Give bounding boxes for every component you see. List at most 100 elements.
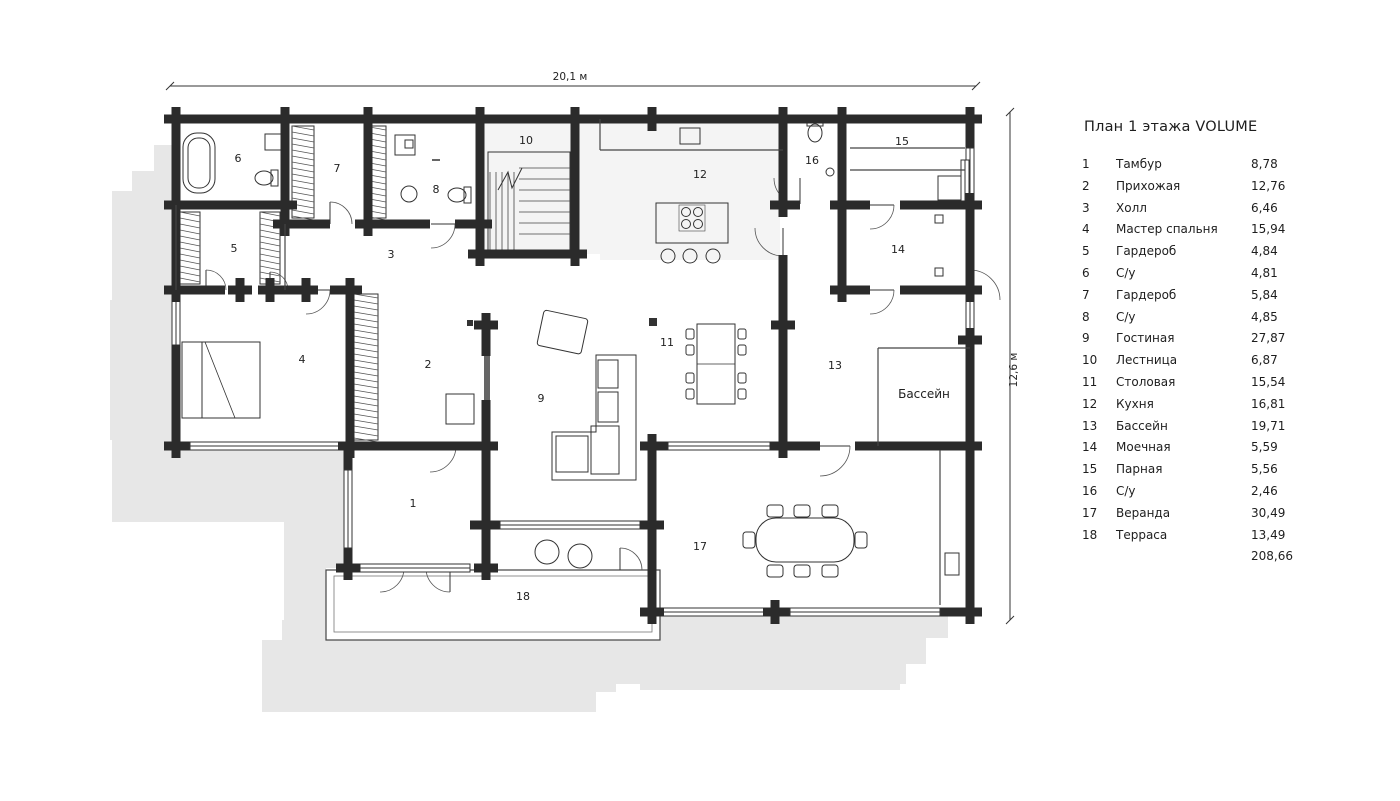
log-wall xyxy=(965,205,975,300)
wardrobe-hatch xyxy=(179,229,201,235)
bed-headboard xyxy=(181,341,203,419)
door-swing xyxy=(305,289,331,315)
legend-room-name: Столовая xyxy=(1116,374,1176,389)
door-swing xyxy=(869,204,895,230)
wardrobe-hatch xyxy=(291,215,315,221)
wardrobe-hatch xyxy=(259,241,281,247)
log-crossing xyxy=(778,193,788,217)
legend-room-number: 18 xyxy=(1082,527,1098,542)
veranda-chair xyxy=(766,504,784,518)
log-wall xyxy=(455,219,480,229)
dining-chair xyxy=(685,372,695,384)
log-crossing xyxy=(965,107,975,131)
sofa-cushion xyxy=(597,359,619,389)
wardrobe-hatch xyxy=(291,197,315,203)
wardrobe-hatch xyxy=(179,247,201,253)
legend-room-area: 13,49 xyxy=(1251,527,1286,542)
dining-chair xyxy=(685,388,695,400)
door-swing xyxy=(430,223,456,249)
legend-room-name: С/у xyxy=(1116,309,1136,324)
wardrobe-hatch xyxy=(179,211,201,217)
wardrobe-hatch xyxy=(291,143,315,149)
log-crossing xyxy=(570,242,580,266)
wardrobe-hatch xyxy=(179,235,201,241)
log-crossing xyxy=(837,107,847,131)
wardrobe-hatch xyxy=(353,299,379,305)
dining-chair xyxy=(737,372,747,384)
wardrobe-hatch xyxy=(179,271,201,277)
log-wall xyxy=(778,119,788,200)
toilet-bowl xyxy=(807,123,823,143)
legend-room-area: 12,76 xyxy=(1251,178,1286,193)
wardrobe-hatch xyxy=(179,265,201,271)
veranda-table xyxy=(755,517,855,563)
wardrobe-hatch xyxy=(179,277,201,283)
wardrobe-hatch xyxy=(291,137,315,143)
wardrobe-hatch xyxy=(353,413,379,419)
fixture xyxy=(934,267,944,277)
wardrobe-hatch xyxy=(291,155,315,161)
dining-chair xyxy=(737,344,747,356)
log-wall xyxy=(468,249,585,259)
log-crossing xyxy=(171,107,181,131)
toilet-tank xyxy=(463,186,472,204)
wardrobe-hatch xyxy=(259,229,281,235)
door-swing xyxy=(329,201,353,225)
log-crossing xyxy=(481,513,491,537)
log-crossing xyxy=(475,107,485,131)
legend-room-number: 14 xyxy=(1082,440,1098,455)
wardrobe-hatch xyxy=(353,371,379,377)
wardrobe-hatch xyxy=(291,125,315,131)
legend-room-name: Веранда xyxy=(1116,505,1171,520)
legend-room-name: Мастер спальня xyxy=(1116,222,1218,237)
log-wall xyxy=(965,340,975,612)
shower-tray xyxy=(394,134,416,156)
legend-room-number: 8 xyxy=(1082,309,1090,324)
legend-room-area: 6,46 xyxy=(1251,200,1278,215)
kitchen-sink xyxy=(679,127,701,145)
log-wall xyxy=(481,446,491,568)
legend-room-name: Лестница xyxy=(1116,353,1178,368)
room-number-label: 12 xyxy=(693,168,707,181)
log-wall xyxy=(475,119,485,258)
log-crossing xyxy=(475,242,485,266)
legend-title: План 1 этажа VOLUME xyxy=(1084,119,1258,135)
legend-room-number: 11 xyxy=(1082,374,1098,389)
log-wall xyxy=(171,345,181,446)
door-swing xyxy=(619,547,643,571)
dining-chair xyxy=(737,328,747,340)
log-crossing xyxy=(265,278,275,302)
dimension-tick xyxy=(971,81,981,91)
bar-stool xyxy=(682,248,698,264)
sofa-cushion xyxy=(590,425,620,475)
legend-room-area: 5,84 xyxy=(1251,287,1278,302)
log-wall xyxy=(285,219,330,229)
log-crossing xyxy=(345,278,355,302)
room-number-label: 13 xyxy=(828,359,842,372)
log-crossing xyxy=(481,434,491,458)
log-wall xyxy=(481,400,491,446)
legend-room-area: 16,81 xyxy=(1251,396,1286,411)
legend-room-number: 7 xyxy=(1082,287,1090,302)
veranda-chair xyxy=(793,564,811,578)
wardrobe-hatch xyxy=(353,383,379,389)
wardrobe-hatch xyxy=(353,311,379,317)
room-number-label: 6 xyxy=(235,152,242,165)
stair-break xyxy=(497,167,523,191)
room-number-label: 16 xyxy=(805,154,819,167)
corner-sofa xyxy=(551,354,637,481)
width-dimension-label: 20,1 м xyxy=(553,71,588,83)
fixture xyxy=(934,214,944,224)
round-sink xyxy=(400,185,418,203)
wardrobe-hatch xyxy=(353,365,379,371)
room-number-label: 17 xyxy=(693,540,707,553)
bathtub xyxy=(182,132,216,194)
log-crossing xyxy=(647,434,657,458)
wardrobe-hatch xyxy=(179,259,201,265)
shadow-block xyxy=(640,640,900,690)
